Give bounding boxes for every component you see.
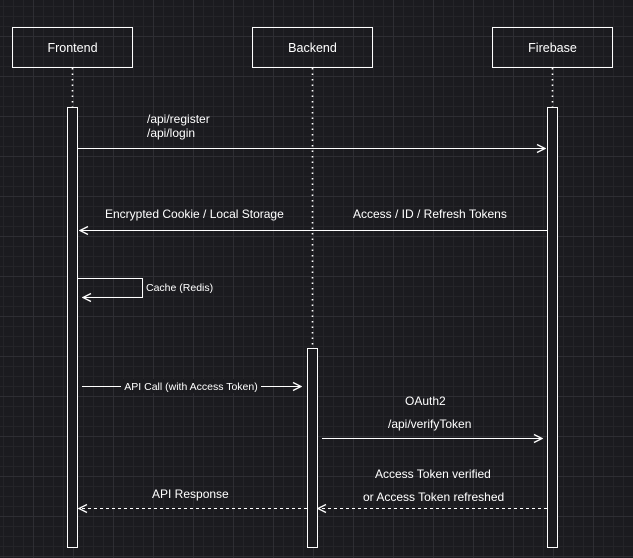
participant-backend[interactable]: Backend [252,27,373,68]
activation-firebase[interactable] [547,107,558,548]
activation-frontend[interactable] [67,107,78,548]
participant-frontend[interactable]: Frontend [12,27,133,68]
participant-firebase-label: Firebase [528,41,577,55]
activation-backend[interactable] [307,348,318,548]
label-api-call-bg [121,379,261,393]
participant-backend-label: Backend [288,41,337,55]
label-register: /api/register [147,112,210,126]
arrow-cache-self [78,278,143,298]
label-oauth: OAuth2 [405,394,446,408]
label-tokens: Access / ID / Refresh Tokens [353,207,507,221]
label-verify: /api/verifyToken [388,417,471,431]
label-verified: Access Token verified [375,467,491,481]
label-api-response: API Response [152,487,229,501]
participant-firebase[interactable]: Firebase [492,27,613,68]
label-login: /api/login [147,126,195,140]
label-cache: Cache (Redis) [146,282,213,294]
label-refreshed: or Access Token refreshed [363,490,504,504]
label-storage: Encrypted Cookie / Local Storage [105,207,284,221]
participant-frontend-label: Frontend [47,41,97,55]
label-api-call: API Call (with Access Token) [124,381,257,393]
